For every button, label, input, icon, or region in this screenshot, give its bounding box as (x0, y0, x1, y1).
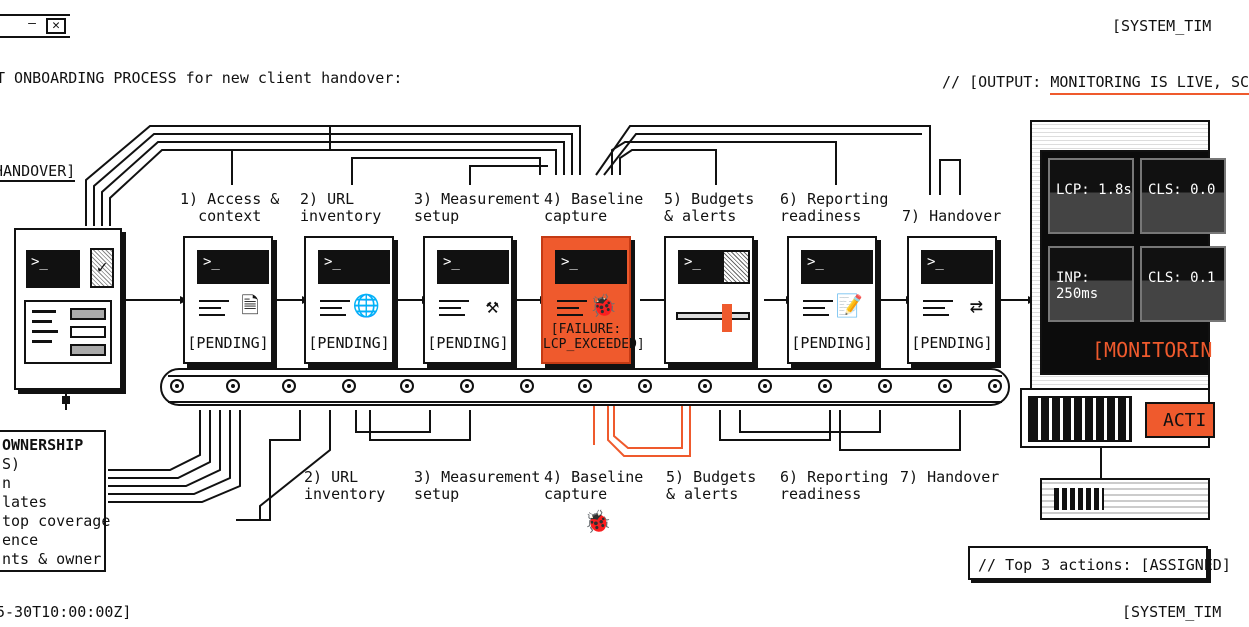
gear-icon (170, 379, 184, 393)
close-icon[interactable]: ✕ (46, 18, 66, 34)
step-5-card[interactable]: >_ (664, 236, 754, 364)
step-4-label-top: 4) Baseline capture (544, 190, 644, 225)
status-badge: [PENDING] (427, 334, 509, 352)
step-6-label-top: 6) Reporting readiness (780, 190, 889, 225)
text-lines (557, 300, 587, 321)
gear-icon (638, 379, 652, 393)
globe-icon: 🌐 (352, 294, 380, 319)
gear-icon (878, 379, 892, 393)
step-2-label-bottom: 2) URL inventory (304, 468, 386, 503)
text-lines (199, 300, 229, 321)
step-4-label-bottom: 4) Baseline capture (544, 468, 644, 503)
ownership-line: S) (2, 455, 21, 473)
terminal-prompt: >_ (801, 250, 873, 284)
window-controls: — ✕ (0, 14, 70, 38)
page-title: T ONBOARDING PROCESS for new client hand… (0, 69, 403, 87)
metric-tile-lcp: LCP: 1.8s (1048, 158, 1134, 234)
gear-icon (578, 379, 592, 393)
step-1-label-top: 1) Access & context (180, 190, 280, 225)
ownership-line: OWNERSHIP (2, 436, 84, 454)
window-bar (0, 14, 70, 16)
text-lines (320, 300, 350, 321)
ownership-line: ence (2, 531, 39, 549)
ownership-line: n (2, 474, 12, 492)
gear-icon (282, 379, 296, 393)
step-6-label-bottom: 6) Reporting readiness (780, 468, 889, 503)
keyboard-icon (1028, 396, 1132, 442)
monitoring-status: [MONITORIN (1092, 338, 1213, 362)
system-time-bottom: [SYSTEM_TIM (1122, 603, 1222, 621)
step-7-label-bottom: 7) Handover (900, 468, 1000, 486)
terminal-prompt: >_ (197, 250, 269, 284)
wiring-diagram (62, 125, 1036, 521)
report-icon: 📝 (835, 294, 863, 319)
status-badge: [PENDING] (791, 334, 873, 352)
handover-tag: HANDOVER] (0, 162, 76, 182)
ownership-line: top coverage (2, 512, 111, 530)
step-2-label-top: 2) URL inventory (300, 190, 382, 225)
terminal-prompt: >_ (437, 250, 509, 284)
status-badge: [PENDING] (187, 334, 269, 352)
gear-icon (698, 379, 712, 393)
step-7-label-top: 7) Handover (902, 207, 1002, 225)
failure-badge: [FAILURE: LCP_EXCEEDED] (543, 322, 645, 352)
gear-icon (520, 379, 534, 393)
system-time-top: [SYSTEM_TIM (1112, 17, 1212, 35)
step-2-card[interactable]: >_ 🌐 [PENDING] (304, 236, 394, 364)
bug-icon: 🐞 (589, 294, 617, 319)
metric-tile-inp: INP: 250ms (1048, 246, 1134, 322)
activate-button[interactable]: ACTI (1145, 402, 1215, 438)
monitor-stand (1100, 448, 1102, 478)
ownership-line: lates (2, 493, 48, 511)
slider-icon (676, 298, 750, 338)
step-3-card[interactable]: >_ ⚒ [PENDING] (423, 236, 513, 364)
tools-icon: ⚒ (485, 294, 499, 319)
text-lines (923, 300, 953, 321)
step-5-label-top: 5) Budgets & alerts (664, 190, 755, 225)
top-actions-box: // Top 3 actions: [ASSIGNED] (968, 546, 1231, 580)
gear-icon (938, 379, 952, 393)
device-form (24, 300, 112, 364)
gear-icon (400, 379, 414, 393)
text-lines (439, 300, 469, 321)
status-badge: [PENDING] (308, 334, 390, 352)
terminal-prompt: >_ (921, 250, 993, 284)
status-badge: [PENDING] (911, 334, 993, 352)
ownership-line: nts & owner (2, 550, 102, 568)
gear-icon (342, 379, 356, 393)
terminal-prompt: >_ (318, 250, 390, 284)
step-5-label-bottom: 5) Budgets & alerts (666, 468, 757, 503)
document-icon: 🗎 (241, 294, 259, 319)
window-bar-bottom (0, 36, 70, 38)
conveyor-track (168, 375, 1002, 403)
minimize-icon[interactable]: — (28, 16, 36, 31)
timestamp-bottom: 5-30T10:00:00Z] (0, 603, 132, 621)
bug-icon: 🐞 (584, 510, 612, 535)
output-highlight: MONITORING IS LIVE, SC (1050, 73, 1249, 95)
gear-icon (988, 379, 1002, 393)
text-lines (803, 300, 833, 321)
step-4-card[interactable]: >_ 🐞 [FAILURE: LCP_EXCEEDED] (541, 236, 645, 364)
gear-icon (226, 379, 240, 393)
metric-tile-cls: CLS: 0.0 (1140, 158, 1226, 234)
check-icon: ✓ (90, 248, 114, 288)
gear-icon (460, 379, 474, 393)
monitor-base (1040, 478, 1210, 520)
gear-icon (818, 379, 832, 393)
metric-tile-cls-2: CLS: 0.1 (1140, 246, 1226, 322)
terminal-prompt: >_ (678, 250, 722, 284)
step-7-card[interactable]: >_ ⇄ [PENDING] (907, 236, 997, 364)
output-prefix: // [OUTPUT: (942, 73, 1051, 91)
step-3-label-bottom: 3) Measurement setup (414, 468, 541, 503)
device-terminal: >_ (26, 250, 80, 288)
gear-icon (758, 379, 772, 393)
step-1-card[interactable]: >_ 🗎 [PENDING] (183, 236, 273, 364)
hatched-bar (722, 250, 750, 284)
step-3-label-top: 3) Measurement setup (414, 190, 541, 225)
output-status: // [OUTPUT: MONITORING IS LIVE, SC (942, 73, 1249, 95)
terminal-prompt: >_ (555, 250, 627, 284)
swap-arrows-icon: ⇄ (969, 294, 983, 319)
step-6-card[interactable]: >_ 📝 [PENDING] (787, 236, 877, 364)
